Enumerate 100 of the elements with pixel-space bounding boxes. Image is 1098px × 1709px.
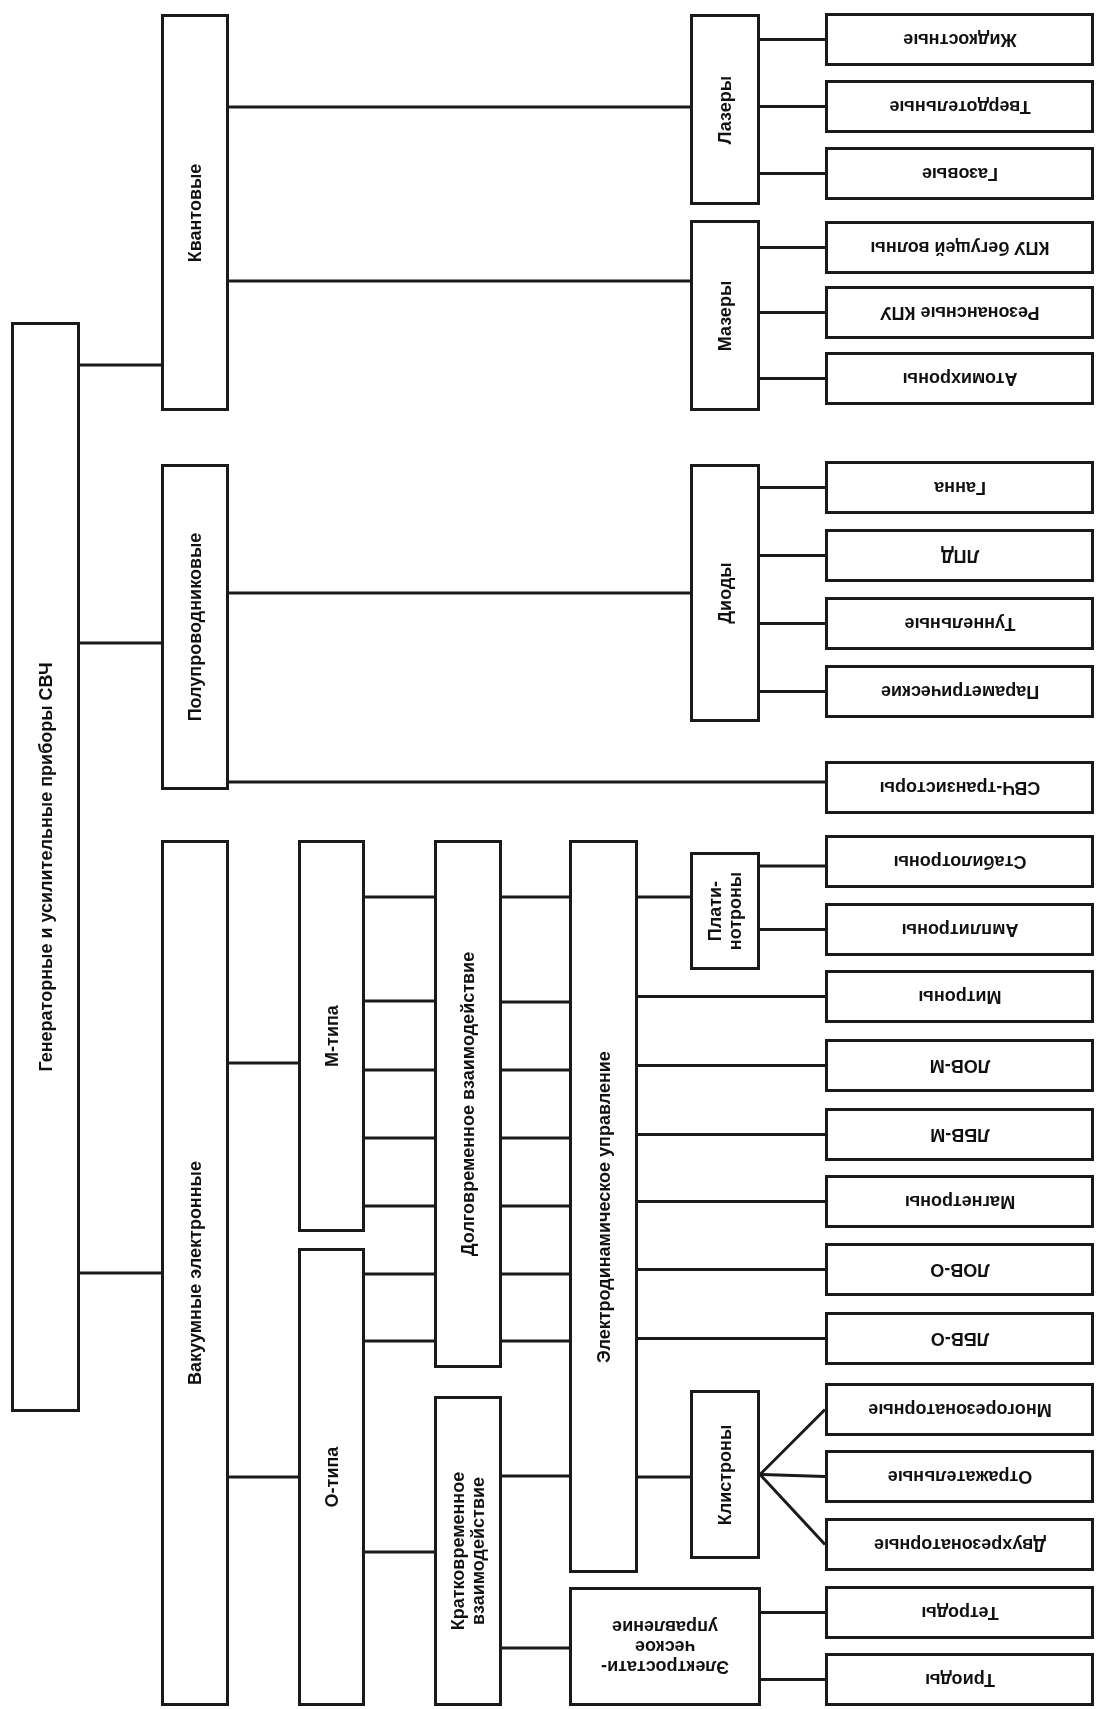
connector-line <box>502 1339 569 1343</box>
category-box <box>11 322 80 1412</box>
connector-line <box>760 864 825 868</box>
connector-line <box>758 1473 827 1546</box>
device-type-box <box>825 13 1094 66</box>
device-type-box <box>825 1175 1094 1228</box>
device-type-box <box>825 529 1094 582</box>
connector-line <box>502 895 569 899</box>
box-label: Квантовые <box>185 163 205 262</box>
box-label: Кратковременное взаимодействие <box>448 1470 488 1633</box>
category-box <box>161 840 229 1706</box>
device-type-box <box>825 147 1094 200</box>
box-label: Долговременное взаимодействие <box>458 951 478 1257</box>
box-label: Твердотельные <box>888 96 1031 117</box>
category-box <box>690 464 760 722</box>
connector-line <box>229 591 690 595</box>
connector-line <box>365 1136 434 1140</box>
connector-line <box>80 1271 161 1275</box>
category-box <box>569 840 638 1573</box>
connector-line <box>760 928 825 931</box>
connector-line <box>229 279 690 283</box>
box-label: Многорезонаторные <box>867 1399 1052 1420</box>
device-type-box <box>825 1243 1094 1296</box>
device-type-box <box>825 970 1094 1023</box>
connector-line <box>365 1339 434 1343</box>
device-type-box <box>825 1518 1094 1571</box>
connector-line <box>229 780 825 784</box>
box-label: Атомихроны <box>902 368 1017 389</box>
connector-line <box>760 105 825 108</box>
device-type-box <box>825 221 1094 274</box>
connector-line <box>638 1133 825 1136</box>
box-label: Полупроводниковые <box>185 532 205 722</box>
connector-line <box>638 1337 825 1340</box>
box-label: Электростати- ческое управление <box>600 1616 730 1677</box>
box-label: Мазеры <box>715 280 735 351</box>
connector-line <box>365 1204 434 1208</box>
connector-line <box>760 690 825 693</box>
connector-line <box>502 1068 569 1072</box>
box-label: Жидкостные <box>902 29 1017 50</box>
device-type-box <box>825 761 1094 814</box>
box-label: Магнетроны <box>904 1191 1015 1212</box>
box-label: Параметрические <box>880 681 1039 702</box>
connector-line <box>760 38 825 41</box>
category-box <box>161 14 229 411</box>
box-label: Плати- нотроны <box>705 870 745 953</box>
box-label: Туннельные <box>904 613 1015 634</box>
connector-line <box>638 1475 690 1479</box>
box-label: Триоды <box>924 1669 995 1690</box>
box-label: ЛБВ-М <box>929 1124 990 1145</box>
connector-line <box>365 1550 434 1554</box>
category-box <box>690 1390 760 1559</box>
box-label: Диоды <box>715 562 735 624</box>
box-label: ЛБВ-О <box>930 1328 989 1349</box>
connector-line <box>761 1678 825 1681</box>
box-label: ЛОВ-О <box>929 1259 990 1280</box>
category-box <box>690 852 760 970</box>
device-type-box <box>825 903 1094 956</box>
connector-line <box>760 172 825 175</box>
connector-line <box>760 622 825 625</box>
device-type-box <box>569 1587 761 1706</box>
box-label: ЛПД <box>940 545 979 566</box>
box-label: Отражательные <box>887 1466 1032 1487</box>
device-type-box <box>825 835 1094 888</box>
connector-line <box>229 1475 298 1479</box>
connector-line <box>502 1272 569 1276</box>
connector-line <box>365 999 434 1003</box>
box-label: Стабилотроны <box>893 851 1026 872</box>
connector-line <box>758 1408 827 1476</box>
device-type-box <box>825 352 1094 405</box>
device-type-box <box>825 461 1094 514</box>
connector-line <box>229 105 690 109</box>
connector-line <box>502 1474 569 1478</box>
box-label: Резонансные КПУ <box>879 302 1040 323</box>
connector-line <box>760 377 825 380</box>
connector-line <box>760 486 825 489</box>
device-type-box <box>825 1653 1094 1706</box>
connector-line <box>502 1000 569 1004</box>
device-type-box <box>825 1039 1094 1092</box>
connector-line <box>502 1136 569 1140</box>
box-label: Амплитроны <box>901 919 1018 940</box>
box-label: Клистроны <box>715 1424 735 1525</box>
box-label: Ганна <box>933 477 986 498</box>
box-label: Электродинамическое управление <box>593 1050 614 1363</box>
category-box <box>161 464 229 790</box>
category-box <box>434 1396 502 1706</box>
connector-line <box>365 1272 434 1276</box>
connector-line <box>502 1204 569 1208</box>
box-label: СВЧ-транзисторы <box>879 777 1040 798</box>
connector-line <box>638 1064 825 1067</box>
box-label: ЛОВ-М <box>929 1055 990 1076</box>
connector-line <box>365 895 434 899</box>
box-label: О-типа <box>321 1446 342 1508</box>
connector-line <box>760 554 825 557</box>
box-label: Двухрезонаторные <box>873 1534 1046 1555</box>
box-label: Газовые <box>921 163 998 184</box>
box-label: Митроны <box>917 986 1002 1007</box>
connector-line <box>638 995 825 998</box>
connector-line <box>759 1473 826 1478</box>
connector-line <box>80 363 161 367</box>
device-type-box <box>825 1383 1094 1436</box>
